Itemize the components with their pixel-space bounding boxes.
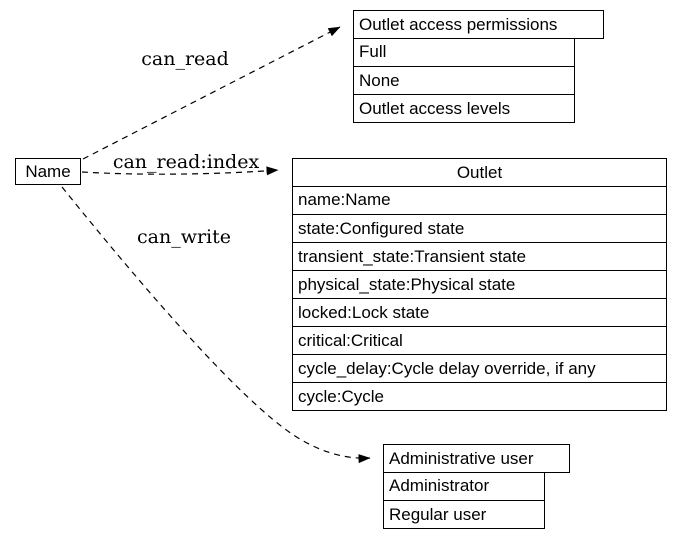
table-row: locked:Lock state [293, 298, 666, 326]
table-row: cycle_delay:Cycle delay override, if any [293, 354, 666, 382]
table-row: state:Configured state [293, 214, 666, 242]
table-row: critical:Critical [293, 326, 666, 354]
edge-can-read-index [81, 166, 279, 176]
table-title: Outlet [292, 158, 667, 187]
table-row: Outlet access levels [354, 94, 574, 122]
edge-label-can-read: can_read [141, 48, 229, 70]
edge-can-write [61, 186, 371, 464]
table-row: Full [359, 42, 387, 61]
table-outlet-access-permissions: Outlet access permissions Full None Outl… [353, 10, 604, 123]
table-row: transient_state:Transient state [293, 242, 666, 270]
table-title: Outlet access permissions [353, 10, 604, 39]
table-body: Administrator Regular user [383, 472, 545, 529]
table-title: Administrative user [383, 444, 570, 473]
table-administrative-user: Administrative user Administrator Regula… [383, 444, 570, 529]
table-row: None [354, 66, 574, 94]
edge-label-can-write: can_write [136, 226, 232, 248]
table-row: Administrator [389, 476, 490, 495]
edge-label-can-read-index: can_read:index [112, 151, 260, 173]
table-body: name:Name state:Configured state transie… [292, 186, 667, 411]
table-outlet: Outlet name:Name state:Configured state … [292, 158, 667, 411]
table-row: name:Name [298, 190, 391, 209]
table-body: Full None Outlet access levels [353, 38, 575, 123]
edge-can-read [82, 26, 341, 160]
table-row: cycle:Cycle [293, 382, 666, 410]
table-row: physical_state:Physical state [293, 270, 666, 298]
node-name: Name [15, 158, 81, 185]
table-row: Regular user [384, 500, 544, 528]
